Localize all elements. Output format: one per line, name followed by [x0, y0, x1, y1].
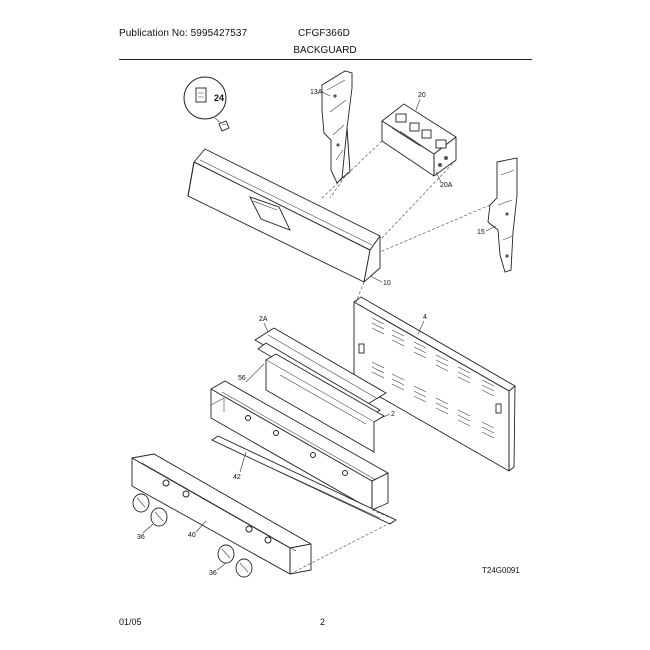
callout-42: 42: [233, 451, 247, 481]
callout-15: 15: [477, 225, 497, 236]
callout-2a-label: 2A: [259, 316, 268, 323]
assembly-lines: [289, 140, 491, 575]
footer-page-number: 2: [320, 617, 326, 627]
callout-10: 10: [369, 275, 391, 287]
callout-10-label: 10: [383, 280, 391, 287]
section-title: BACKGUARD: [293, 45, 357, 56]
callout-20a-label: 20A: [440, 182, 453, 189]
callout-56-label: 56: [238, 375, 246, 382]
callout-36-left-label: 36: [137, 534, 145, 541]
callout-2: 2: [380, 411, 395, 419]
part-4-rear-panel: [353, 296, 516, 472]
callout-36-right: 36: [209, 562, 227, 577]
part-2-control-panel: [210, 380, 389, 511]
part-15-right-bracket: [487, 157, 518, 273]
callout-15-label: 15: [477, 229, 485, 236]
callout-20a: 20A: [435, 171, 453, 189]
callout-42-label: 42: [233, 474, 241, 481]
callout-2-label: 2: [391, 411, 395, 418]
callout-20-label: 20: [418, 92, 426, 99]
callout-40-label: 40: [188, 532, 196, 539]
part-20-control-board: [381, 103, 457, 177]
detail-circle-24: [183, 76, 230, 132]
part-10-backguard-panel: [187, 148, 381, 283]
callout-4: 4: [417, 314, 427, 335]
part-40-manifold-panel: [131, 453, 312, 575]
drawing-code: T24G0091: [482, 566, 520, 575]
callout-13a-label: 13A: [310, 89, 323, 96]
callout-36-left: 36: [137, 523, 154, 541]
callout-24: 24: [214, 93, 224, 103]
model-number: CFGF366D: [298, 28, 350, 39]
header-rule: [119, 59, 532, 60]
part-56-heat-shield: [265, 353, 385, 453]
callout-2a: 2A: [259, 316, 269, 333]
part-36-knobs-right: [217, 544, 253, 578]
callout-4-label: 4: [423, 314, 427, 321]
callout-56: 56: [238, 363, 265, 383]
callout-36-right-label: 36: [209, 570, 217, 577]
part-13a-left-bracket: [321, 70, 353, 184]
clip-part: [218, 120, 230, 132]
callout-20: 20: [415, 92, 426, 111]
callout-40: 40: [188, 520, 207, 539]
callout-13a: 13A: [310, 89, 331, 97]
part-36-knobs-left: [132, 493, 168, 527]
callout-24-label: 24: [214, 93, 224, 103]
publication-number: Publication No: 5995427537: [119, 28, 248, 39]
footer-date: 01/05: [119, 617, 142, 627]
